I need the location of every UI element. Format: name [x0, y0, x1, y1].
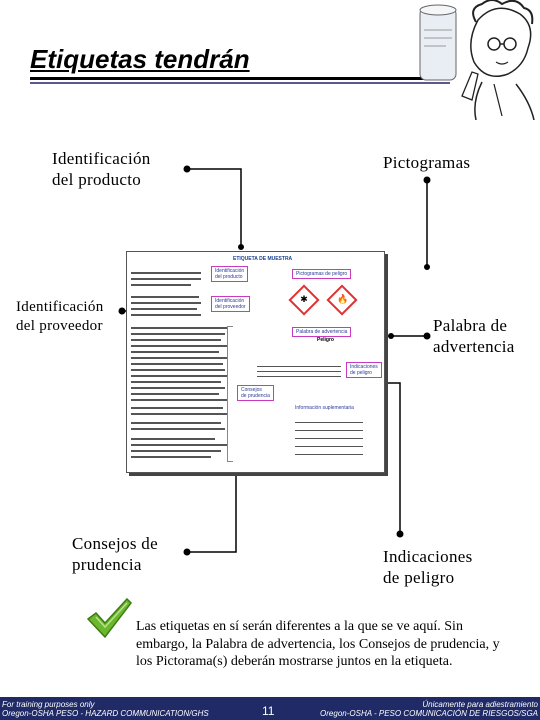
footer-left-text: For training purposes only Oregon-OSHA P…: [2, 700, 209, 718]
text-line: [257, 371, 341, 372]
text-line: [131, 284, 191, 286]
text-line: [131, 375, 227, 377]
text-line: [131, 363, 223, 365]
tag-pictogramas: Pictogramas de peligro: [292, 269, 352, 279]
flame-icon: 🔥: [337, 295, 349, 305]
tag-consejos: Consejos de prudencia: [237, 385, 274, 401]
label-bracket: [227, 326, 233, 462]
text-line: [131, 351, 219, 353]
text-line: [131, 438, 215, 440]
tag-indicaciones: Indicaciones de peligro: [346, 362, 382, 378]
sample-label-title: ETIQUETA DE MUESTRA: [233, 256, 293, 262]
text-line: [131, 428, 225, 430]
text-line: [295, 446, 363, 447]
text-line: [295, 422, 363, 423]
text-line: [131, 278, 201, 280]
text-line: [257, 366, 341, 367]
text-line: [131, 339, 221, 341]
signal-word-value: Peligro: [317, 337, 334, 343]
text-line: [131, 444, 227, 446]
sample-label: ETIQUETA DE MUESTRA Identificación del p…: [126, 251, 385, 473]
text-line: [131, 314, 201, 316]
text-line: [257, 376, 341, 377]
text-line: [131, 456, 211, 458]
professor-illustration: [419, 0, 535, 120]
tag-ident-proveedor: Identificación del proveedor: [211, 296, 250, 312]
callout-consejos-prudencia: Consejos de prudencia: [72, 534, 158, 574]
tag-info-sup: Información suplementaria: [295, 405, 354, 411]
green-checkmark-icon: [86, 597, 132, 639]
tag-palabra: Palabra de advertencia: [292, 327, 352, 337]
slide-title: Etiquetas tendrán: [30, 44, 250, 74]
text-line: [131, 387, 225, 389]
page-number: 11: [262, 704, 275, 718]
text-line: [131, 296, 199, 298]
text-line: [131, 369, 225, 371]
footer-right-text: Únicamente para adiestramiento Oregon-OS…: [320, 700, 538, 718]
title-rule-secondary: [30, 82, 450, 84]
text-line: [131, 393, 219, 395]
text-line: [131, 450, 221, 452]
callout-indicaciones-peligro: Indicaciones de peligro: [383, 547, 473, 587]
health-hazard-pictogram: ✱: [288, 284, 320, 316]
text-line: [131, 422, 221, 424]
text-line: [131, 407, 223, 409]
text-line: [131, 302, 201, 304]
callout-ident-proveedor: Identificación del proveedor: [16, 299, 104, 334]
text-line: [131, 413, 227, 415]
text-line: [131, 357, 227, 359]
text-line: [131, 308, 197, 310]
callout-pictogramas: Pictogramas: [383, 153, 471, 172]
callout-palabra-advertencia: Palabra de advertencia: [433, 316, 515, 356]
text-line: [131, 345, 227, 347]
text-line: [131, 399, 227, 401]
footer-bar: [0, 697, 540, 720]
text-line: [131, 381, 221, 383]
flame-pictogram: 🔥: [326, 284, 358, 316]
health-hazard-icon: ✱: [300, 295, 308, 305]
text-line: [131, 272, 201, 274]
title-rule: [30, 77, 450, 80]
text-line: [295, 438, 363, 439]
text-line: [131, 327, 227, 329]
text-line: [295, 454, 363, 455]
text-line: [295, 430, 363, 431]
note-text: Las etiquetas en sí serán diferentes a l…: [136, 619, 500, 669]
callout-ident-producto: Identificación del producto: [52, 149, 151, 189]
tag-ident-producto: Identificación del producto: [211, 266, 249, 282]
text-line: [131, 333, 225, 335]
